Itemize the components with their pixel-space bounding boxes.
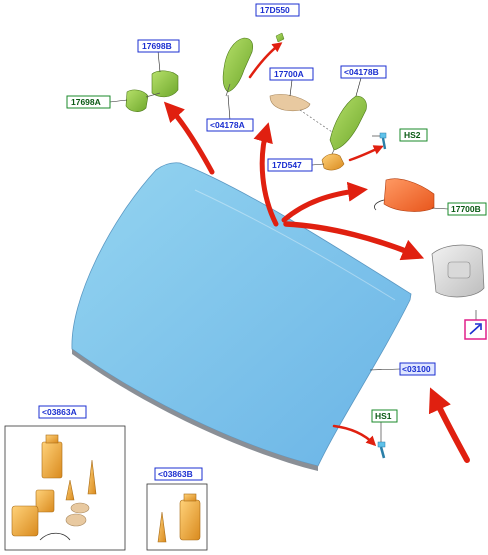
svg-text:17700B: 17700B: [451, 204, 481, 214]
arrow-to-17698a: [163, 101, 215, 175]
label-03100[interactable]: <03100: [399, 362, 436, 376]
leader-lines: [109, 50, 477, 442]
svg-text:<03863B: <03863B: [158, 469, 193, 479]
svg-text:<04178A: <04178A: [210, 120, 245, 130]
svg-text:17D547: 17D547: [272, 160, 302, 170]
svg-text:<03863A: <03863A: [42, 407, 77, 417]
svg-text:17D550: 17D550: [260, 5, 290, 15]
part-hs1-screw[interactable]: [377, 441, 386, 459]
label-hs2[interactable]: HS2: [399, 128, 428, 142]
part-17698b-cover[interactable]: [151, 70, 179, 98]
part-17700a-mirror[interactable]: [269, 94, 333, 133]
label-17698a[interactable]: 17698A: [66, 95, 111, 109]
inset-box-03863b: [146, 483, 208, 551]
part-04178a-cover[interactable]: [222, 37, 254, 97]
part-17d550-clip[interactable]: [275, 32, 285, 43]
label-17d550[interactable]: 17D550: [255, 3, 300, 17]
part-17698a-bracket[interactable]: [125, 89, 161, 112]
label-03863b[interactable]: <03863B: [154, 467, 203, 481]
label-17700a[interactable]: 17700A: [269, 67, 314, 81]
label-hs1[interactable]: HS1: [371, 409, 398, 423]
inset-box-03863a: [4, 425, 126, 551]
svg-text:HS1: HS1: [375, 411, 392, 421]
label-17d547[interactable]: 17D547: [267, 158, 313, 172]
svg-text:<03100: <03100: [402, 364, 431, 374]
part-camera-module[interactable]: [431, 244, 485, 298]
arrow-to-17700b: [281, 181, 368, 223]
arrow-to-hs1: [332, 424, 377, 447]
arrow-to-17d550: [248, 42, 283, 79]
direction-arrows: [163, 42, 470, 463]
part-04178b-cover[interactable]: [329, 95, 367, 159]
label-17700b[interactable]: 17700B: [447, 202, 487, 216]
svg-text:17698A: 17698A: [71, 97, 101, 107]
external-link-icon[interactable]: [464, 319, 487, 340]
arrow-to-hs2: [348, 145, 384, 162]
part-17700b-mirror[interactable]: [374, 178, 435, 212]
arrow-to-camera: [283, 221, 425, 261]
label-03863a[interactable]: <03863A: [38, 405, 87, 419]
svg-text:<04178B: <04178B: [344, 67, 379, 77]
windshield-glass[interactable]: [71, 162, 412, 471]
svg-text:17700A: 17700A: [274, 69, 304, 79]
label-17698b[interactable]: 17698B: [137, 39, 180, 53]
svg-text:17698B: 17698B: [142, 41, 172, 51]
label-04178a[interactable]: <04178A: [206, 118, 254, 132]
svg-text:HS2: HS2: [404, 130, 421, 140]
part-17d547-sensor[interactable]: [321, 153, 345, 171]
arrow-to-04178a: [253, 122, 279, 227]
label-04178b[interactable]: <04178B: [340, 65, 387, 79]
part-hs2-screw[interactable]: [379, 132, 387, 150]
arrow-to-03100: [428, 387, 470, 463]
